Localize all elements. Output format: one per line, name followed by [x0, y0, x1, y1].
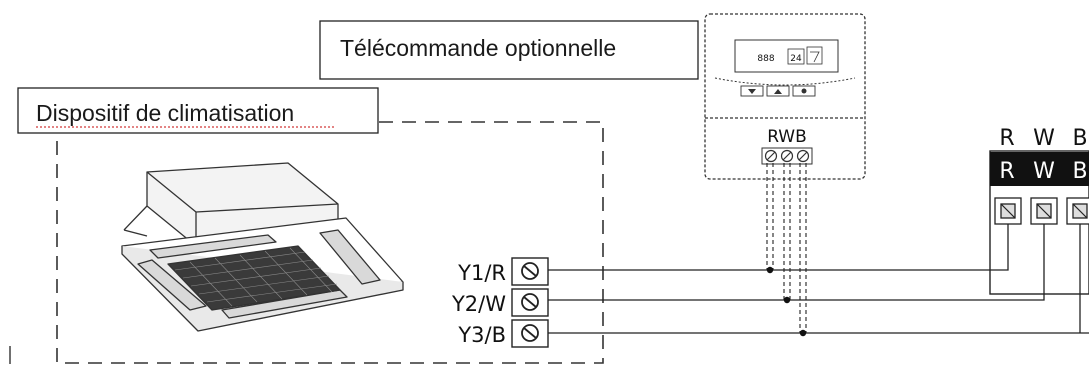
wire-r [548, 224, 1009, 271]
wire-w [548, 224, 1045, 301]
remote-display [734, 39, 839, 73]
terminal-label-y2: Y2/W [451, 292, 506, 316]
thermostat-bar-b: B [1072, 159, 1087, 184]
unit-callout-text: Dispositif de climatisation [36, 100, 294, 126]
unit-callout-box [17, 87, 379, 134]
unit-enclosure [56, 121, 604, 364]
terminal-label-y3: Y3/B [457, 323, 506, 347]
cassette-unit-illustration [121, 162, 404, 332]
terminal-label-y1: Y1/R [457, 261, 506, 285]
junction-dots [766, 266, 807, 337]
screw-icon [521, 262, 539, 280]
thermostat-header-bar [990, 152, 1089, 186]
remote-display-hours: 24 [790, 54, 802, 64]
screw-icon [796, 149, 810, 163]
thermostat: R W B R W B [989, 126, 1089, 295]
screw-icon [521, 293, 539, 311]
screw-icon [764, 149, 778, 163]
wires [548, 224, 1089, 334]
screw-icon [780, 149, 794, 163]
remote-buttons [740, 85, 816, 97]
thermostat-terminal-w [1030, 197, 1058, 225]
remote-display-digits: 888 [757, 54, 774, 64]
screw-icon [521, 324, 539, 342]
remote-terminal-label: RWB [767, 127, 807, 147]
remote-callout-box [319, 20, 699, 80]
remote-wires [766, 163, 807, 333]
remote-display-icon [806, 46, 823, 65]
thermostat-label-b: B [1072, 126, 1087, 151]
remote-panel-curve [714, 77, 856, 86]
thermostat-label-r: R [999, 126, 1014, 151]
remote-callout-text: Télécommande optionnelle [340, 35, 616, 61]
remote-display-cell [787, 48, 805, 65]
thermostat-bar-w: W [1033, 159, 1055, 184]
intake-grille-pattern [174, 247, 338, 307]
thermostat-bar-r: R [999, 159, 1014, 184]
unit-terminal-block: Y1/R Y2/W Y3/B [451, 257, 549, 348]
thermostat-label-w: W [1033, 126, 1055, 151]
